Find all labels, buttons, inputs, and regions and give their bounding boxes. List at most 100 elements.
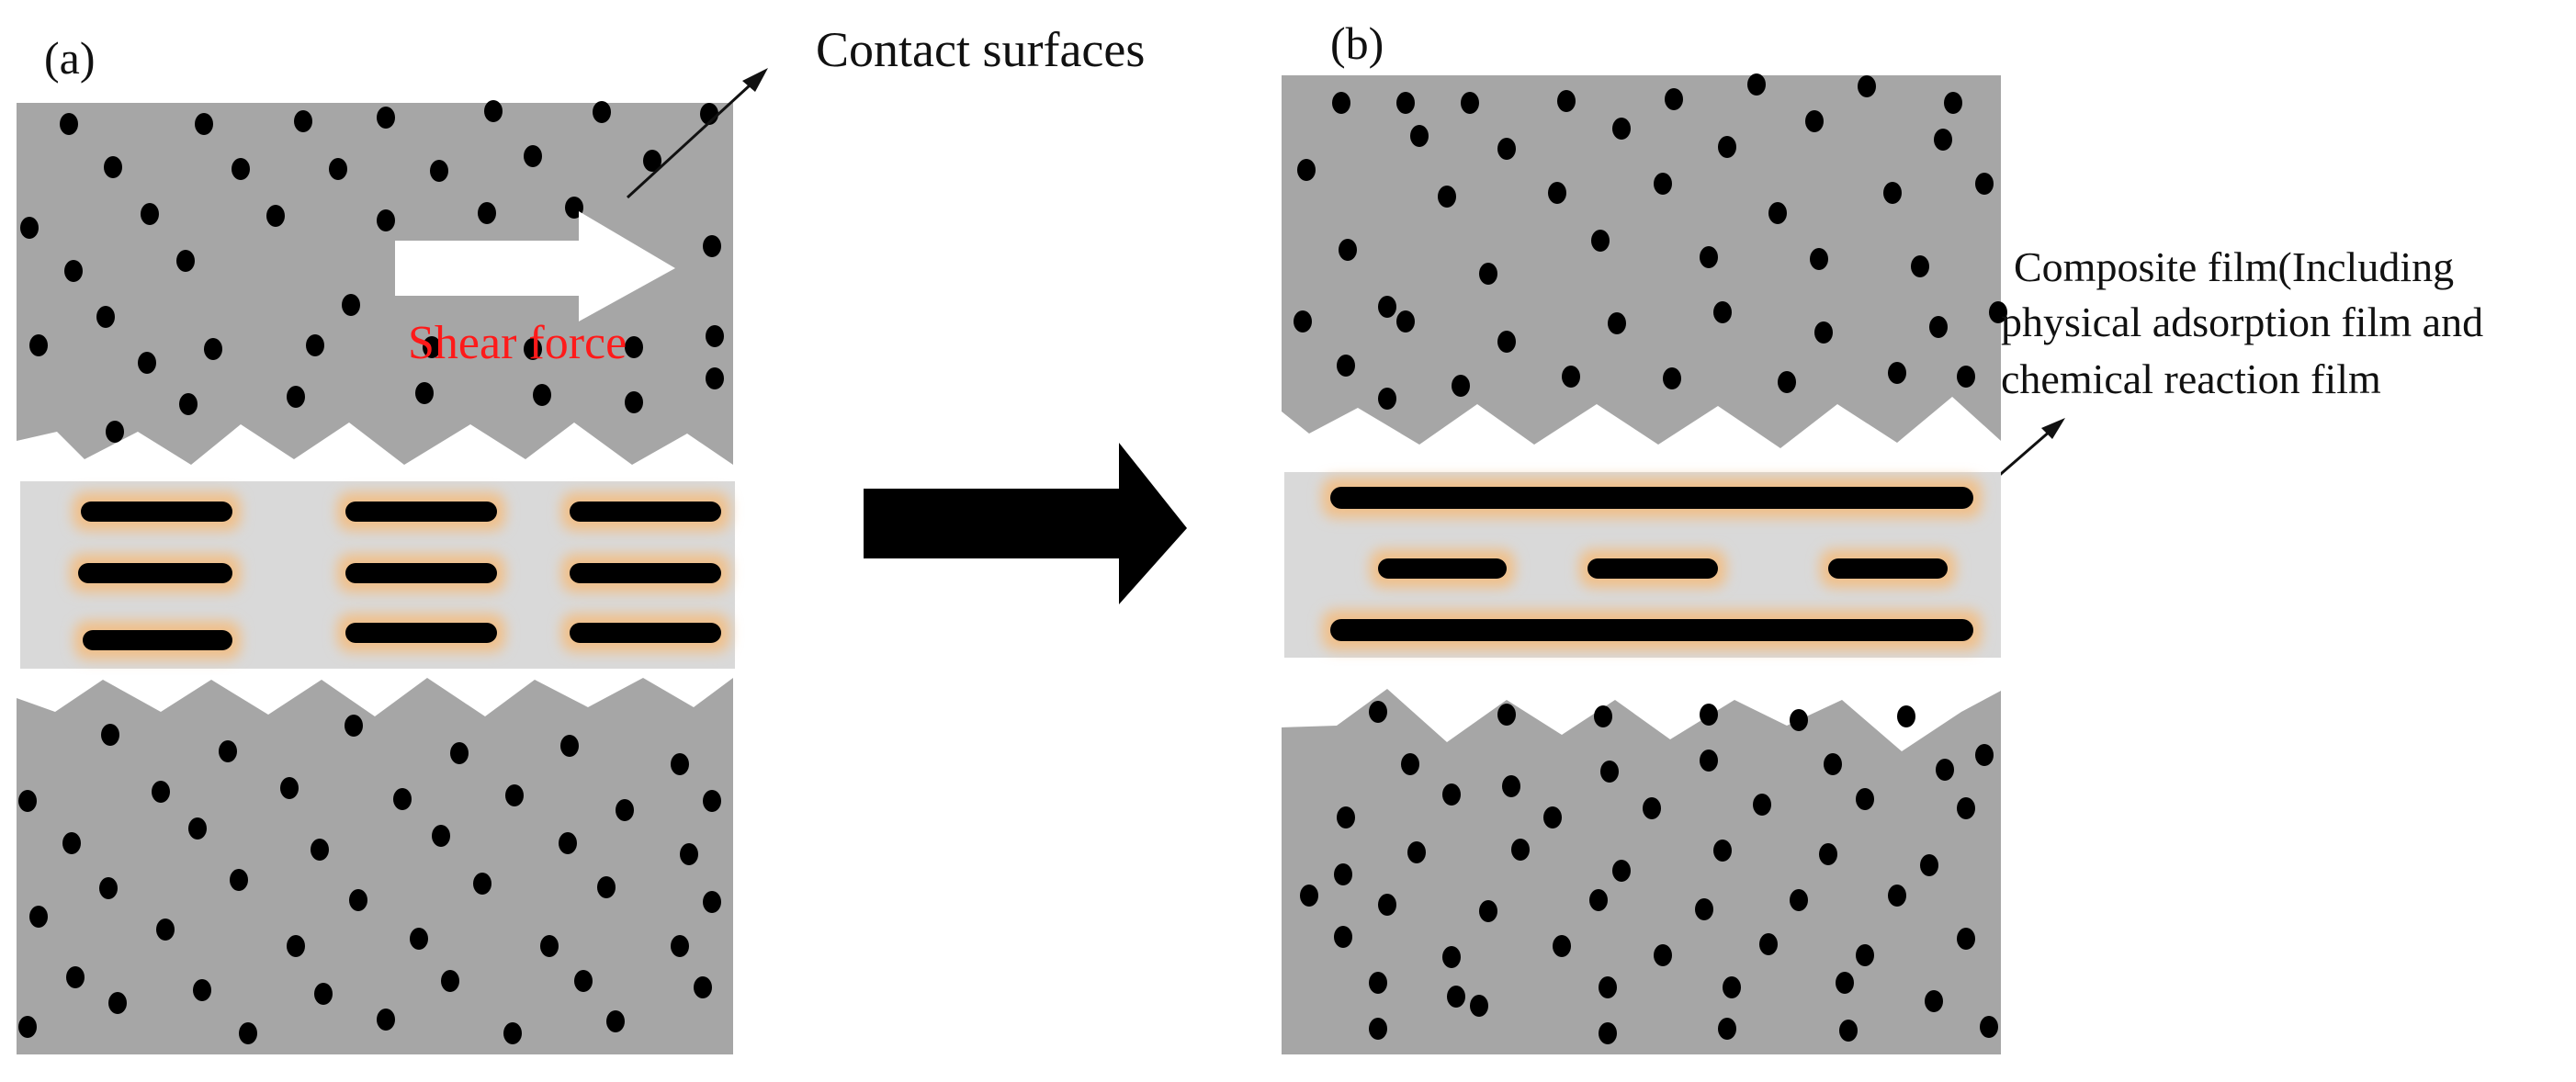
particle [1442,783,1461,806]
particle [156,919,175,941]
particle [574,970,593,992]
particle [188,817,207,840]
particle [706,325,724,347]
particle [423,336,441,358]
particle [104,156,122,178]
particle [441,970,459,992]
particle [1810,248,1828,270]
particle [450,742,469,764]
particle [1497,331,1516,353]
particle [20,217,39,239]
particle [524,338,542,360]
particle [625,391,643,413]
film-bar [1330,619,1973,641]
particle [1599,1022,1617,1044]
particle [703,235,721,257]
particle [1497,704,1516,726]
particle [1718,136,1736,158]
particle [625,336,643,358]
particle [294,110,312,132]
particle [1378,894,1396,916]
particle [1944,92,1962,114]
particle [1989,301,2007,323]
composite-film-line-3: chemical reaction film [2001,355,2381,402]
particle [1594,705,1612,727]
particle [29,906,48,928]
particle [1839,1020,1858,1042]
particle [1856,788,1874,810]
film-bar [1587,558,1718,579]
particle [266,205,285,227]
particle [703,790,721,812]
particle [64,260,83,282]
particle [329,158,347,180]
particle [1337,355,1355,377]
particle [1410,125,1429,147]
particle [1479,900,1497,922]
particle [106,421,124,443]
particle [680,843,698,865]
particle [1511,839,1530,861]
particle [1925,990,1943,1012]
particle [1858,75,1876,97]
particle [1643,797,1661,819]
particle [1790,889,1808,911]
particle [1334,926,1352,948]
composite-film-arrowhead [2041,418,2065,439]
particle [1543,806,1562,828]
particle [1396,310,1415,332]
particle [1452,375,1470,397]
particle [193,979,211,1001]
panel-a-lower-substrate [17,678,733,1054]
particle [606,1010,625,1032]
particle [1294,310,1312,332]
particle [1407,841,1426,863]
particle [1700,704,1718,726]
particle [1665,88,1683,110]
particle [473,873,491,895]
particle [478,202,496,224]
particle [1337,806,1355,828]
particle [1553,935,1571,957]
particle [99,877,118,899]
particle [432,825,450,847]
film-bar [345,623,497,643]
film-bar [570,502,721,522]
particle [1897,705,1915,727]
panel-a-films [70,492,729,659]
particle [179,393,198,415]
contact-surfaces-label: Contact surfaces [816,22,1145,77]
particle [505,784,524,806]
particle [1479,263,1497,285]
particle [1778,371,1796,393]
particle [1442,946,1461,968]
particle [232,158,250,180]
particle [643,150,661,172]
particle [410,928,428,950]
particle [1608,312,1626,334]
particle [176,250,195,272]
film-bar [1330,487,1973,509]
particle [1378,296,1396,318]
particle [597,876,616,898]
particle [1819,843,1837,865]
particle [1461,92,1479,114]
particle [152,781,170,803]
particle [1718,1018,1736,1040]
particle [671,753,689,775]
particle [1369,701,1387,723]
particle [314,983,333,1005]
particle [1836,972,1854,994]
panel-a-label: (a) [44,32,96,84]
particle [524,145,542,167]
particle [415,382,434,404]
particle [1929,316,1948,338]
particle [306,334,324,356]
panel-b-upper-substrate [1282,75,2001,448]
shear-force-label: Shear force [408,317,627,369]
particle [342,294,360,316]
particle [311,839,329,861]
particle [1753,794,1771,816]
particle [1663,367,1681,389]
